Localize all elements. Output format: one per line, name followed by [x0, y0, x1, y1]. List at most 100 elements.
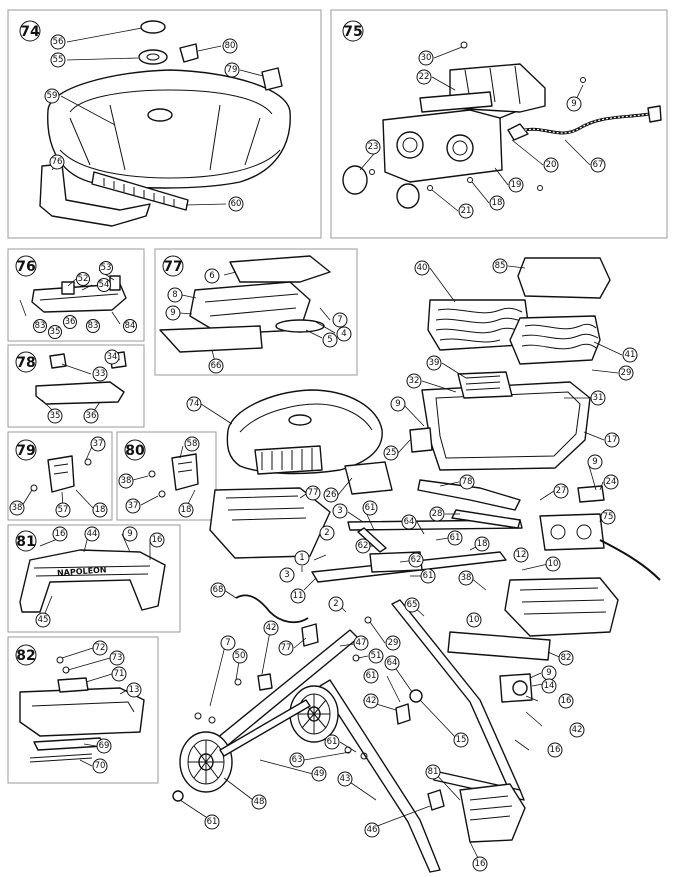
- section-number: 80: [125, 443, 145, 459]
- svg-text:30: 30: [421, 53, 432, 63]
- svg-text:7: 7: [225, 638, 230, 648]
- section-74: 74 56 55 80 79 59 76 60: [7, 9, 322, 239]
- svg-text:4: 4: [341, 329, 346, 339]
- callout: 83: [86, 319, 100, 333]
- callout: 5: [322, 332, 338, 348]
- callout: 75: [600, 509, 616, 525]
- svg-text:80: 80: [225, 41, 236, 51]
- svg-text:77: 77: [281, 643, 292, 653]
- svg-text:38: 38: [121, 476, 132, 486]
- callout: 82: [558, 650, 574, 666]
- callout: 45: [35, 612, 51, 628]
- callout: 56: [50, 34, 66, 50]
- svg-text:58: 58: [187, 439, 198, 449]
- axle: [219, 699, 311, 757]
- svg-text:18: 18: [492, 198, 503, 208]
- svg-text:16: 16: [152, 535, 163, 545]
- wheel-left: [179, 731, 233, 793]
- callout: 61: [447, 530, 463, 546]
- svg-text:25: 25: [386, 448, 397, 458]
- callout: 38: [9, 500, 25, 516]
- svg-text:61: 61: [365, 503, 376, 513]
- callout: 40: [414, 260, 430, 276]
- svg-text:14: 14: [544, 681, 555, 691]
- callout: 61: [420, 568, 436, 584]
- callout: 59: [44, 88, 60, 104]
- svg-text:38: 38: [12, 503, 23, 513]
- callout: 6: [204, 268, 220, 284]
- leg-rear: [319, 679, 441, 873]
- svg-text:63: 63: [292, 755, 303, 765]
- callout: 18: [489, 195, 505, 211]
- svg-text:40: 40: [417, 263, 428, 273]
- svg-text:7: 7: [337, 315, 342, 325]
- svg-text:42: 42: [366, 696, 377, 706]
- svg-text:61: 61: [366, 671, 377, 681]
- callout: 65: [404, 597, 420, 613]
- svg-text:72: 72: [95, 643, 106, 653]
- callout: 25: [383, 445, 399, 461]
- callout-group-76: 52 53 54 83 35 36 83 84: [33, 261, 137, 339]
- svg-text:50: 50: [235, 651, 246, 661]
- callout: 79: [224, 62, 240, 78]
- callout: 64: [384, 655, 400, 671]
- svg-text:24: 24: [606, 477, 617, 487]
- svg-text:12: 12: [516, 550, 527, 560]
- callout: 49: [311, 766, 327, 782]
- svg-text:22: 22: [419, 72, 430, 82]
- section-number: 78: [16, 355, 35, 371]
- svg-text:1: 1: [299, 553, 304, 563]
- callout: 60: [228, 196, 244, 212]
- svg-text:37: 37: [128, 501, 139, 511]
- callout: 7: [332, 312, 348, 328]
- svg-text:21: 21: [461, 206, 472, 216]
- svg-text:62: 62: [411, 555, 422, 565]
- section-number: 79: [16, 443, 35, 459]
- svg-text:46: 46: [367, 825, 378, 835]
- callout: 9: [122, 526, 138, 542]
- svg-text:35: 35: [50, 411, 61, 421]
- svg-text:34: 34: [107, 352, 118, 362]
- callout: 37: [90, 436, 106, 452]
- svg-text:13: 13: [129, 685, 140, 695]
- callout: 8: [167, 287, 183, 303]
- callout: 16: [149, 532, 165, 548]
- svg-text:57: 57: [58, 505, 69, 515]
- svg-text:61: 61: [207, 817, 218, 827]
- svg-text:20: 20: [546, 160, 557, 170]
- callout-group-75: 30 22 9 23 20 67 19 18 21: [365, 50, 606, 219]
- callout: 35: [47, 408, 63, 424]
- svg-text:61: 61: [327, 737, 338, 747]
- svg-text:64: 64: [387, 658, 398, 668]
- hinge-bracket: [47, 455, 75, 493]
- lid: [47, 69, 291, 189]
- section-77: 77 6 8 9 7 5 4 66: [154, 248, 358, 376]
- thermometer-ring: [140, 20, 166, 34]
- callout: 27: [553, 483, 569, 499]
- svg-text:56: 56: [53, 37, 64, 47]
- svg-text:67: 67: [593, 160, 604, 170]
- callout: 62: [355, 538, 371, 554]
- hinge: [261, 67, 283, 91]
- callout: 77: [305, 485, 321, 501]
- callout: 61: [204, 814, 220, 830]
- svg-text:85: 85: [495, 261, 506, 271]
- svg-text:73: 73: [112, 653, 123, 663]
- callout: 21: [458, 203, 474, 219]
- svg-text:83: 83: [35, 321, 46, 331]
- callout: 35: [48, 325, 62, 339]
- svg-text:36: 36: [65, 317, 76, 327]
- svg-text:2: 2: [324, 528, 329, 538]
- callout: 37: [125, 498, 141, 514]
- callout: 20: [543, 157, 559, 173]
- svg-text:18: 18: [181, 505, 192, 515]
- section-76: 76 52 53 54 83 35 36 83 84: [7, 248, 145, 342]
- svg-text:84: 84: [125, 321, 136, 331]
- callout: 4: [336, 326, 352, 342]
- svg-text:10: 10: [548, 559, 559, 569]
- callout: 10: [466, 612, 482, 628]
- callout: 38: [458, 570, 474, 586]
- svg-text:68: 68: [213, 585, 224, 595]
- section-number: 81: [16, 534, 35, 550]
- svg-text:75: 75: [603, 512, 614, 522]
